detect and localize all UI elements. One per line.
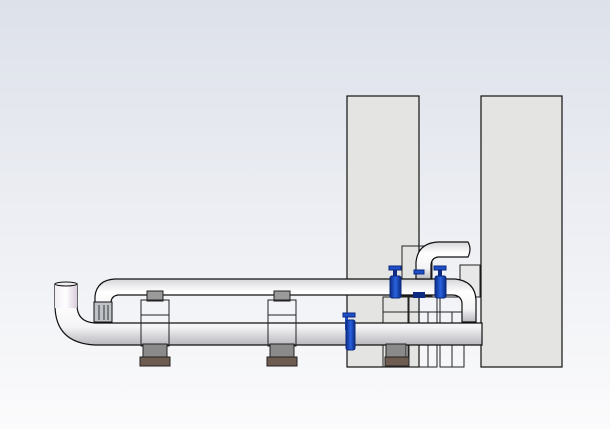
valve-lower[interactable] <box>342 312 356 351</box>
lower-pipe <box>54 283 483 346</box>
top-pipe <box>415 241 471 280</box>
pipe-support-1 <box>139 290 171 367</box>
valve-upper-2[interactable] <box>413 269 425 298</box>
lower-pipe-elbow-vertical <box>55 284 77 308</box>
upper-pipe <box>94 278 477 323</box>
valve-upper-3[interactable] <box>433 265 447 299</box>
tank-right <box>480 95 563 368</box>
pipe-opening <box>54 281 78 287</box>
pipe-support-2 <box>266 290 298 367</box>
valve-upper-1[interactable] <box>388 265 402 299</box>
sight-glass <box>93 301 113 323</box>
pipe-support-3 <box>384 343 410 367</box>
